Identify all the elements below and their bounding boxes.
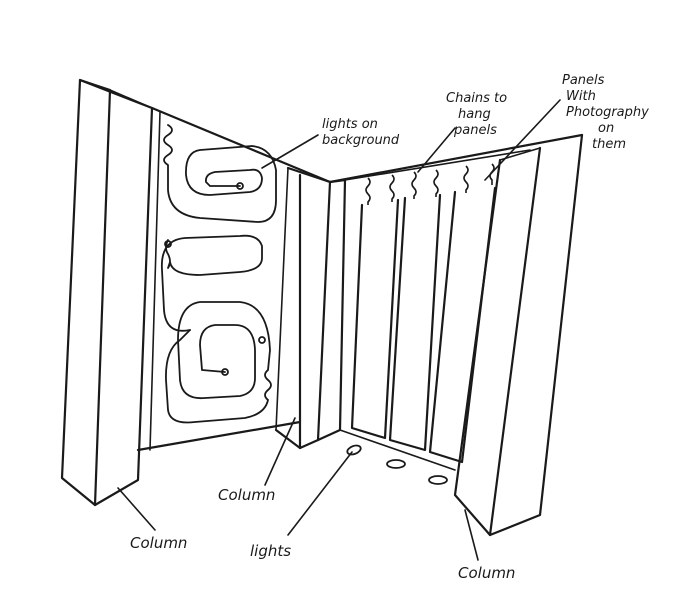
label-chains-3: panels bbox=[453, 123, 497, 138]
label-column-middle: Column bbox=[218, 486, 275, 504]
label-panels-5: them bbox=[592, 137, 626, 152]
label-column-left: Column bbox=[130, 534, 187, 552]
label-column-right: Column bbox=[458, 564, 515, 582]
hanging-chains bbox=[365, 163, 495, 205]
label-lights-on-background-2: background bbox=[322, 133, 400, 148]
background-light-wire bbox=[161, 124, 277, 424]
floor-lights bbox=[346, 444, 448, 485]
back-wall-left bbox=[136, 106, 332, 452]
label-chains-2: hang bbox=[458, 107, 491, 122]
label-chains-1: Chains to bbox=[446, 91, 507, 106]
back-wall-right bbox=[328, 133, 584, 471]
leader-lines bbox=[117, 99, 561, 561]
label-panels-3: Photography bbox=[566, 105, 649, 120]
left-column bbox=[60, 78, 154, 507]
right-column bbox=[453, 133, 584, 537]
label-lights-floor: lights bbox=[250, 542, 291, 560]
label-lights-on-background-1: lights on bbox=[322, 117, 378, 132]
label-panels-4: on bbox=[598, 121, 614, 136]
label-panels-1: Panels bbox=[562, 73, 605, 88]
label-panels-2: With bbox=[566, 89, 596, 104]
photo-panels bbox=[350, 186, 497, 464]
